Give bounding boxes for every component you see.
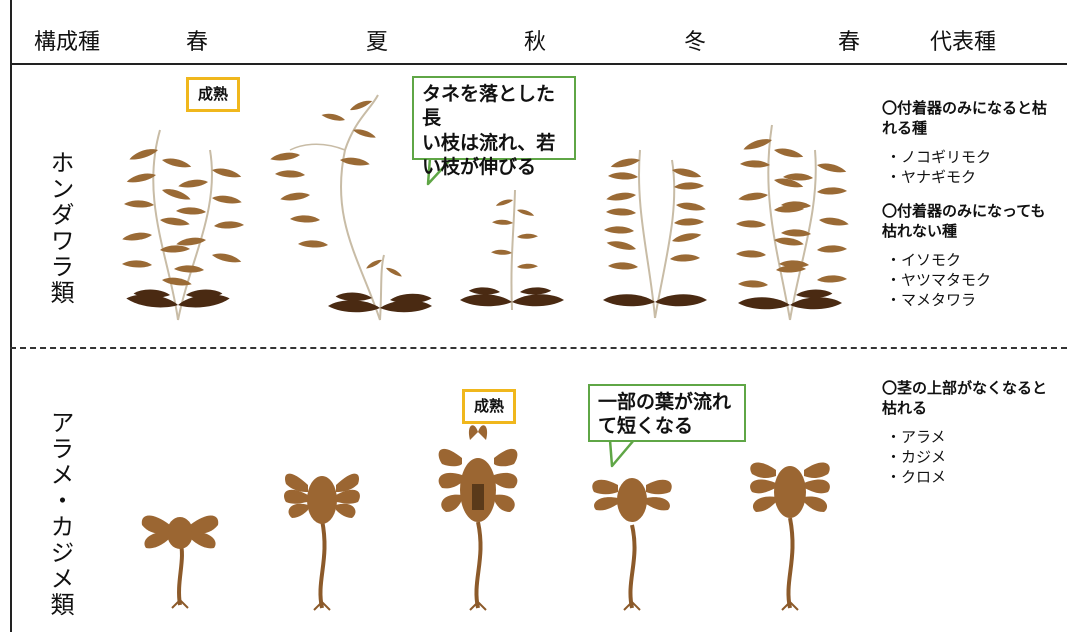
callout-seed-drop-line-2: い枝は流れ、若 bbox=[422, 131, 556, 154]
callout-leaf-loss-line-2: て短くなる bbox=[598, 415, 694, 438]
species-hondawara: 〇付着器のみになると枯れる種 ・ノコギリモク ・ヤナギモク 〇付着器のみになって… bbox=[882, 98, 1054, 310]
row-label-hondawara: ホンダワラ類 bbox=[46, 150, 74, 306]
callout-tail-leaf-loss bbox=[608, 438, 636, 468]
species-hondawara-dies-heading: 〇付着器のみになると枯れる種 bbox=[882, 99, 1048, 138]
header-representative: 代表種 bbox=[930, 30, 997, 55]
callout-seed-drop-line-3: い枝が伸びる bbox=[422, 155, 537, 178]
hondawara-spring-1 bbox=[121, 129, 244, 321]
header-season-spring-2: 春 bbox=[838, 30, 861, 55]
callout-leaf-loss-line-1: 一部の葉が流れ bbox=[598, 391, 732, 413]
arame-summer bbox=[284, 473, 360, 611]
header-season-spring-1: 春 bbox=[186, 30, 209, 55]
left-border bbox=[10, 0, 12, 632]
header-divider bbox=[10, 63, 1067, 65]
arame-spring-2 bbox=[750, 462, 830, 611]
species-item: ・アラメ bbox=[886, 427, 946, 446]
arame-winter bbox=[592, 478, 672, 611]
arame-spring-1 bbox=[141, 515, 219, 609]
hondawara-autumn bbox=[460, 189, 564, 311]
header-season-winter: 冬 bbox=[684, 30, 707, 55]
row-label-arame: アラメ・カジメ類 bbox=[46, 410, 74, 618]
species-item: ・カジメ bbox=[886, 447, 947, 466]
header-composition: 構成種 bbox=[34, 30, 101, 55]
row-divider bbox=[10, 347, 1067, 349]
species-arame: 〇茎の上部がなくなると枯れる ・アラメ ・カジメ ・クロメ bbox=[882, 378, 1054, 487]
callout-seed-drop-line-1: タネを落とした長 bbox=[422, 83, 556, 130]
species-item: ・イソモク bbox=[886, 250, 962, 269]
callout-mature-spring: 成熟 bbox=[186, 77, 241, 112]
species-item: ・クロメ bbox=[886, 468, 947, 486]
callout-mature-autumn: 成熟 bbox=[462, 389, 517, 424]
hondawara-summer bbox=[269, 94, 432, 321]
header-season-summer: 夏 bbox=[366, 30, 389, 55]
hondawara-winter bbox=[603, 149, 707, 319]
species-arame-heading: 〇茎の上部がなくなると枯れる bbox=[882, 379, 1048, 418]
species-item: ・マメタワラ bbox=[886, 291, 977, 309]
arame-autumn bbox=[438, 425, 518, 611]
species-item: ・ヤツマタモク bbox=[886, 270, 992, 289]
hondawara-spring-2 bbox=[736, 124, 850, 321]
species-hondawara-survives-heading: 〇付着器のみになっても枯れない種 bbox=[882, 202, 1046, 241]
header-season-autumn: 秋 bbox=[524, 30, 547, 55]
species-item: ・ヤナギモク bbox=[886, 167, 977, 186]
species-item: ・ノコギリモク bbox=[886, 147, 992, 166]
